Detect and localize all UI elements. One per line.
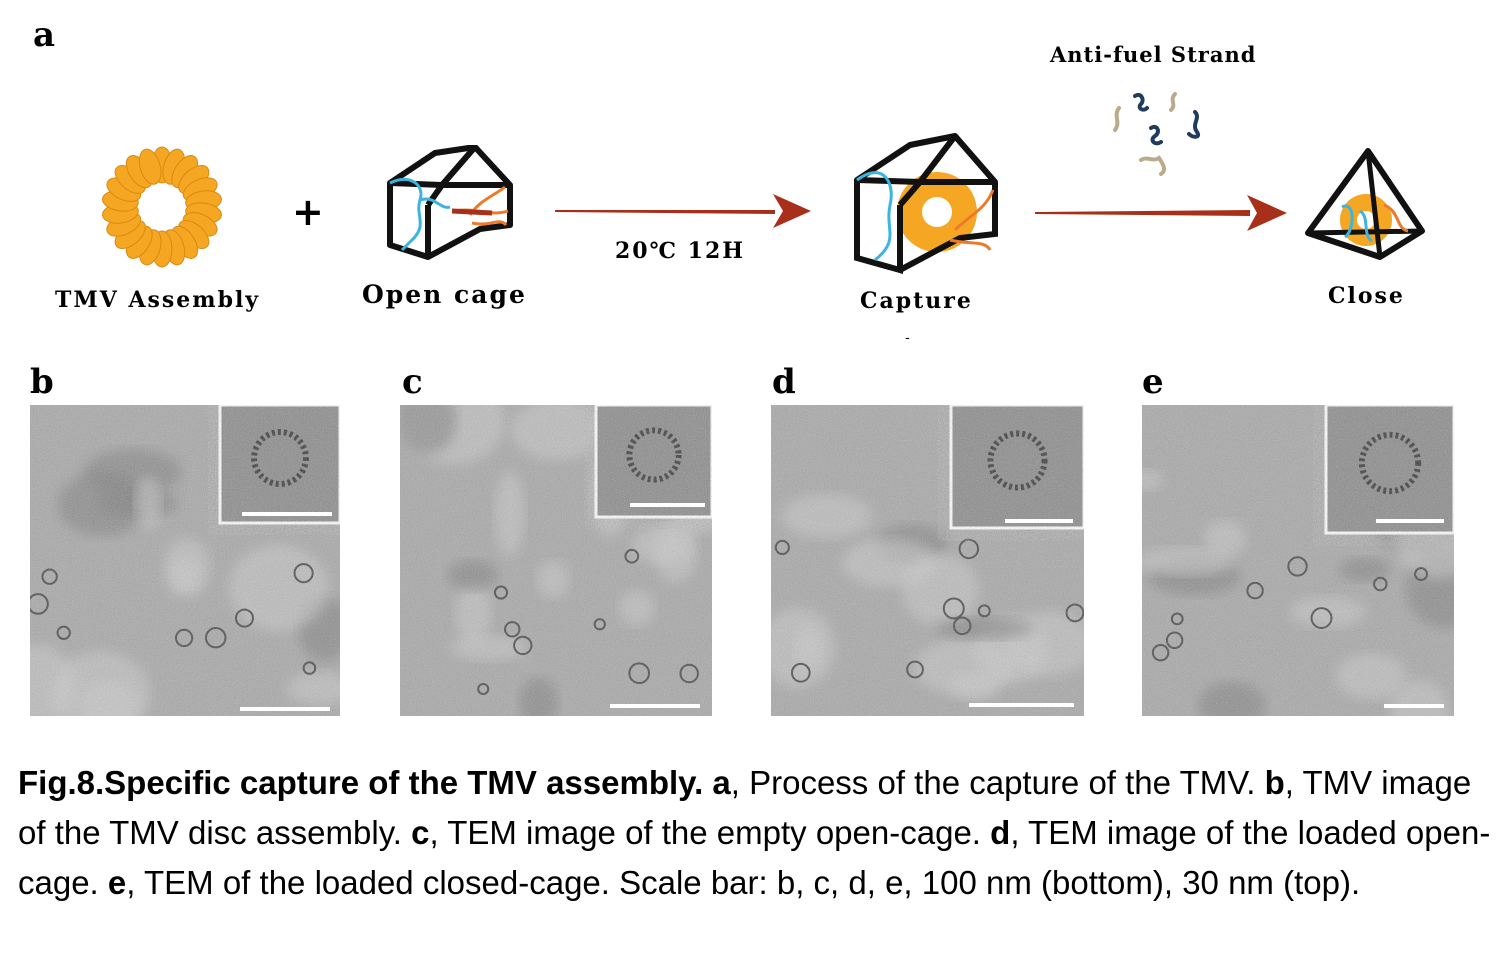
caption-key-b: b [1264, 764, 1285, 801]
anti-fuel-label: Anti-fuel Strand [1050, 42, 1257, 67]
panel-d-label: d [772, 362, 796, 402]
panel-a-label: a [33, 15, 56, 55]
capture-label: Capture [860, 288, 973, 314]
open-cage-label: Open cage [362, 280, 527, 309]
figure-caption: Fig.8.Specific capture of the TMV assemb… [18, 758, 1498, 908]
caption-fig-title: Fig.8.Specific capture of the TMV assemb… [18, 764, 704, 801]
caption-text-a: , Process of the capture of the TMV. [730, 764, 1256, 801]
tem-image-d [771, 405, 1084, 716]
tem-image-b [30, 405, 340, 716]
tmv-assembly-icon [102, 146, 222, 268]
caption-key-d: d [990, 814, 1011, 851]
condition-label: 20℃ 12H [615, 238, 746, 264]
tmv-label: TMV Assembly [55, 287, 261, 313]
close-label: Close [1328, 283, 1405, 309]
caption-text-b: , TMV image of the TMV disc assembly. [18, 764, 1472, 851]
tem-image-e [1142, 405, 1454, 716]
caption-key-a: a [712, 764, 731, 801]
open-cage-icon [387, 145, 513, 260]
arrow-right-icon-2 [1035, 195, 1287, 231]
caption-key-e: e [107, 864, 127, 901]
plus-sign: + [292, 190, 324, 234]
panel-e-label: e [1142, 362, 1164, 402]
capture-cage-icon [854, 133, 998, 274]
tem-image-c [400, 405, 712, 716]
closed-cage-icon [1305, 148, 1425, 260]
caption-text-e: , TEM of the loaded closed-cage. Scale b… [126, 864, 1361, 901]
caption-text-c: , TEM image of the empty open-cage. [429, 814, 981, 851]
anti-fuel-strands-icon [1113, 92, 1200, 176]
caption-text-d: , TEM image of the loaded open-cage. [18, 814, 1491, 901]
panel-b-label: b [30, 362, 54, 402]
arrow-right-icon [555, 194, 811, 228]
dash-mark: - [905, 330, 910, 346]
caption-key-c: c [411, 814, 430, 851]
panel-c-label: c [402, 362, 423, 402]
